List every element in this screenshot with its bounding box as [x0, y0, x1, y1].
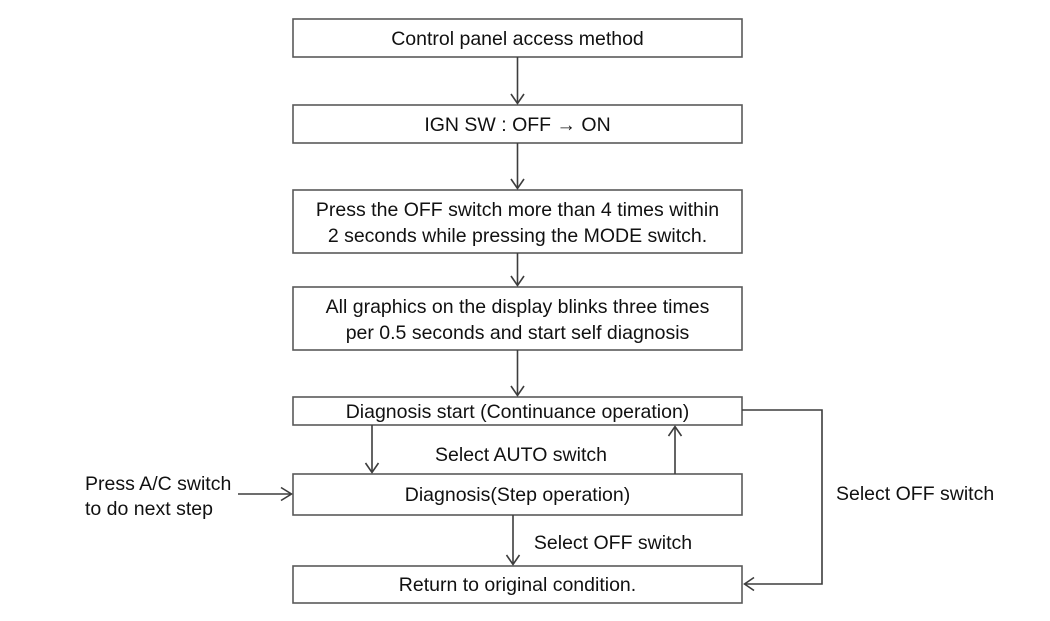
side-note-line1: Press A/C switch: [85, 473, 231, 495]
edge-label-select-auto-switch: Select AUTO switch: [435, 444, 607, 466]
node-return-original[interactable]: Return to original condition.: [292, 565, 743, 604]
node-box: [292, 473, 743, 516]
node-box: [292, 189, 743, 254]
node-ign-sw[interactable]: IGN SW : OFF → ON: [292, 104, 743, 144]
node-label-diagnosis-step: Diagnosis(Step operation): [405, 484, 630, 506]
connector-start-to-return-outer: [742, 409, 823, 592]
node-box: [292, 396, 743, 426]
connector-step-to-return: [505, 515, 521, 566]
side-note-line2: to do next step: [85, 498, 213, 520]
edge-label-select-off-switch-outer: Select OFF switch: [836, 483, 994, 505]
node-box: [292, 565, 743, 604]
node-label-all-graphics-blink-line2: per 0.5 seconds and start self diagnosis: [346, 322, 690, 344]
node-all-graphics-blink[interactable]: All graphics on the display blinks three…: [292, 286, 743, 351]
connector-blink-to-diagnosis-start: [510, 350, 525, 397]
connector-ign-to-press-off: [510, 143, 525, 190]
node-label-diagnosis-start: Diagnosis start (Continuance operation): [346, 401, 690, 423]
node-diagnosis-start[interactable]: Diagnosis start (Continuance operation): [292, 396, 743, 426]
connector-side-note-to-step: [238, 486, 294, 502]
connector-press-off-to-blink: [510, 253, 525, 287]
connector-access-to-ign: [510, 57, 525, 105]
node-box: [292, 18, 743, 58]
node-label-ign-sw: IGN SW : OFF → ON: [424, 114, 610, 136]
node-label-all-graphics-blink-line1: All graphics on the display blinks three…: [326, 296, 710, 318]
side-note-press-ac-switch: Press A/C switch to do next step: [85, 473, 231, 520]
node-label-press-off-switch-line1: Press the OFF switch more than 4 times w…: [316, 199, 719, 221]
connector-start-to-step: [364, 425, 380, 474]
node-box: [292, 286, 743, 351]
node-control-panel-access-method[interactable]: Control panel access method: [292, 18, 743, 58]
edge-label-select-off-switch-inner: Select OFF switch: [534, 532, 692, 554]
node-box: [292, 104, 743, 144]
node-diagnosis-step[interactable]: Diagnosis(Step operation): [292, 473, 743, 516]
node-label-press-off-switch-line2: 2 seconds while pressing the MODE switch…: [328, 225, 707, 247]
connector-step-to-start: [667, 425, 683, 474]
node-label-control-panel-access-method: Control panel access method: [391, 28, 644, 50]
node-label-return-original: Return to original condition.: [399, 574, 636, 596]
node-press-off-switch[interactable]: Press the OFF switch more than 4 times w…: [292, 189, 743, 254]
